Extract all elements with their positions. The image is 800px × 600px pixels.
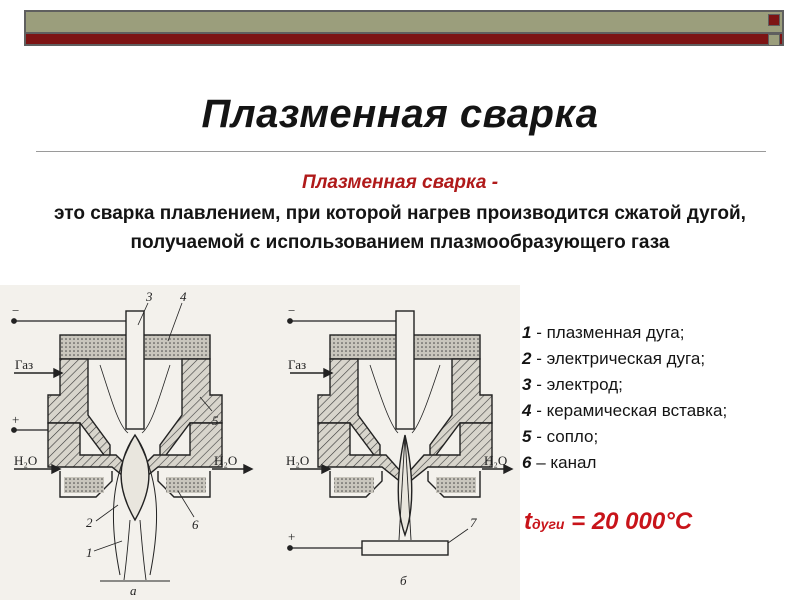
minus-label-a: − [12, 303, 19, 318]
legend-item: 1 - плазменная дуга; [522, 320, 800, 346]
torch-a [11, 302, 254, 582]
workpiece-b [361, 540, 449, 556]
plasma-torch-figure: Газ H₂O H₂O + − 3 4 5 6 2 1 а [0, 285, 520, 600]
corner-square-maroon [768, 14, 780, 26]
temperature-value: = 20 000°C [564, 508, 693, 535]
water-out-label-a: H₂O [214, 453, 237, 468]
legend-item: 2 - электрическая дуга; [522, 346, 800, 372]
title-divider [36, 151, 766, 152]
legend-text: - электрическая дуга; [531, 349, 706, 368]
temperature-symbol: t [524, 508, 532, 535]
legend-number: 4 [522, 401, 532, 420]
part-4-label: 4 [180, 289, 187, 304]
part-3-label: 3 [145, 289, 153, 304]
header-maroon-stripe [26, 32, 782, 44]
legend-number: 1 [522, 323, 532, 342]
torch-a-labels: Газ H₂O H₂O + − 3 4 5 6 2 1 а [12, 289, 237, 598]
part-2-label: 2 [86, 515, 93, 530]
temperature-subscript: дуги [532, 516, 565, 532]
slide-title: Плазменная сварка [201, 92, 599, 136]
part-1-label: 1 [86, 545, 93, 560]
minus-label-b: − [288, 303, 295, 318]
torch-diagrams-svg: Газ H₂O H₂O + − 3 4 5 6 2 1 а [11, 289, 514, 598]
parts-legend: 1 - плазменная дуга; 2 - электрическая д… [522, 320, 800, 476]
gas-label-b: Газ [288, 357, 306, 372]
gas-label-a: Газ [15, 357, 33, 372]
header-olive-stripe [26, 12, 782, 32]
legend-item: 4 - керамическая вставка; [522, 398, 800, 424]
header-bar [24, 10, 784, 46]
definition-text: это сварка плавлением, при которой нагре… [54, 203, 746, 253]
caption-a: а [130, 583, 137, 598]
legend-number: 5 [522, 427, 532, 446]
legend-number: 6 [522, 453, 532, 472]
legend-text: - сопло; [531, 427, 599, 446]
plus-label-a: + [12, 412, 19, 427]
water-in-label-b: H₂O [286, 453, 309, 468]
water-out-label-b: H₂O [484, 453, 507, 468]
legend-text: - электрод; [531, 375, 623, 394]
torch-b-labels: Газ H₂O H₂O + − 7 б [286, 303, 507, 588]
part-6-label: 6 [192, 517, 199, 532]
corner-square-olive [768, 34, 780, 46]
electrode-a [125, 310, 145, 430]
legend-text: - плазменная дуга; [531, 323, 685, 342]
water-in-label-a: H₂O [14, 453, 37, 468]
legend-item: 5 - сопло; [522, 424, 800, 450]
legend-number: 3 [522, 375, 532, 394]
plus-label-b: + [288, 529, 295, 544]
legend-item: 6 – канал [522, 450, 800, 476]
legend-number: 2 [522, 349, 532, 368]
part-7-label: 7 [470, 515, 477, 530]
electrode-b [395, 310, 415, 430]
legend-item: 3 - электрод; [522, 372, 800, 398]
caption-b: б [400, 573, 407, 588]
arc-temperature: tдуги = 20 000°C [524, 508, 692, 536]
legend-text: - керамическая вставка; [531, 401, 728, 420]
legend-text: – канал [531, 453, 597, 472]
torch-b [287, 310, 514, 556]
part-5-label: 5 [212, 413, 219, 428]
definition-heading: Плазменная сварка - [301, 172, 499, 193]
